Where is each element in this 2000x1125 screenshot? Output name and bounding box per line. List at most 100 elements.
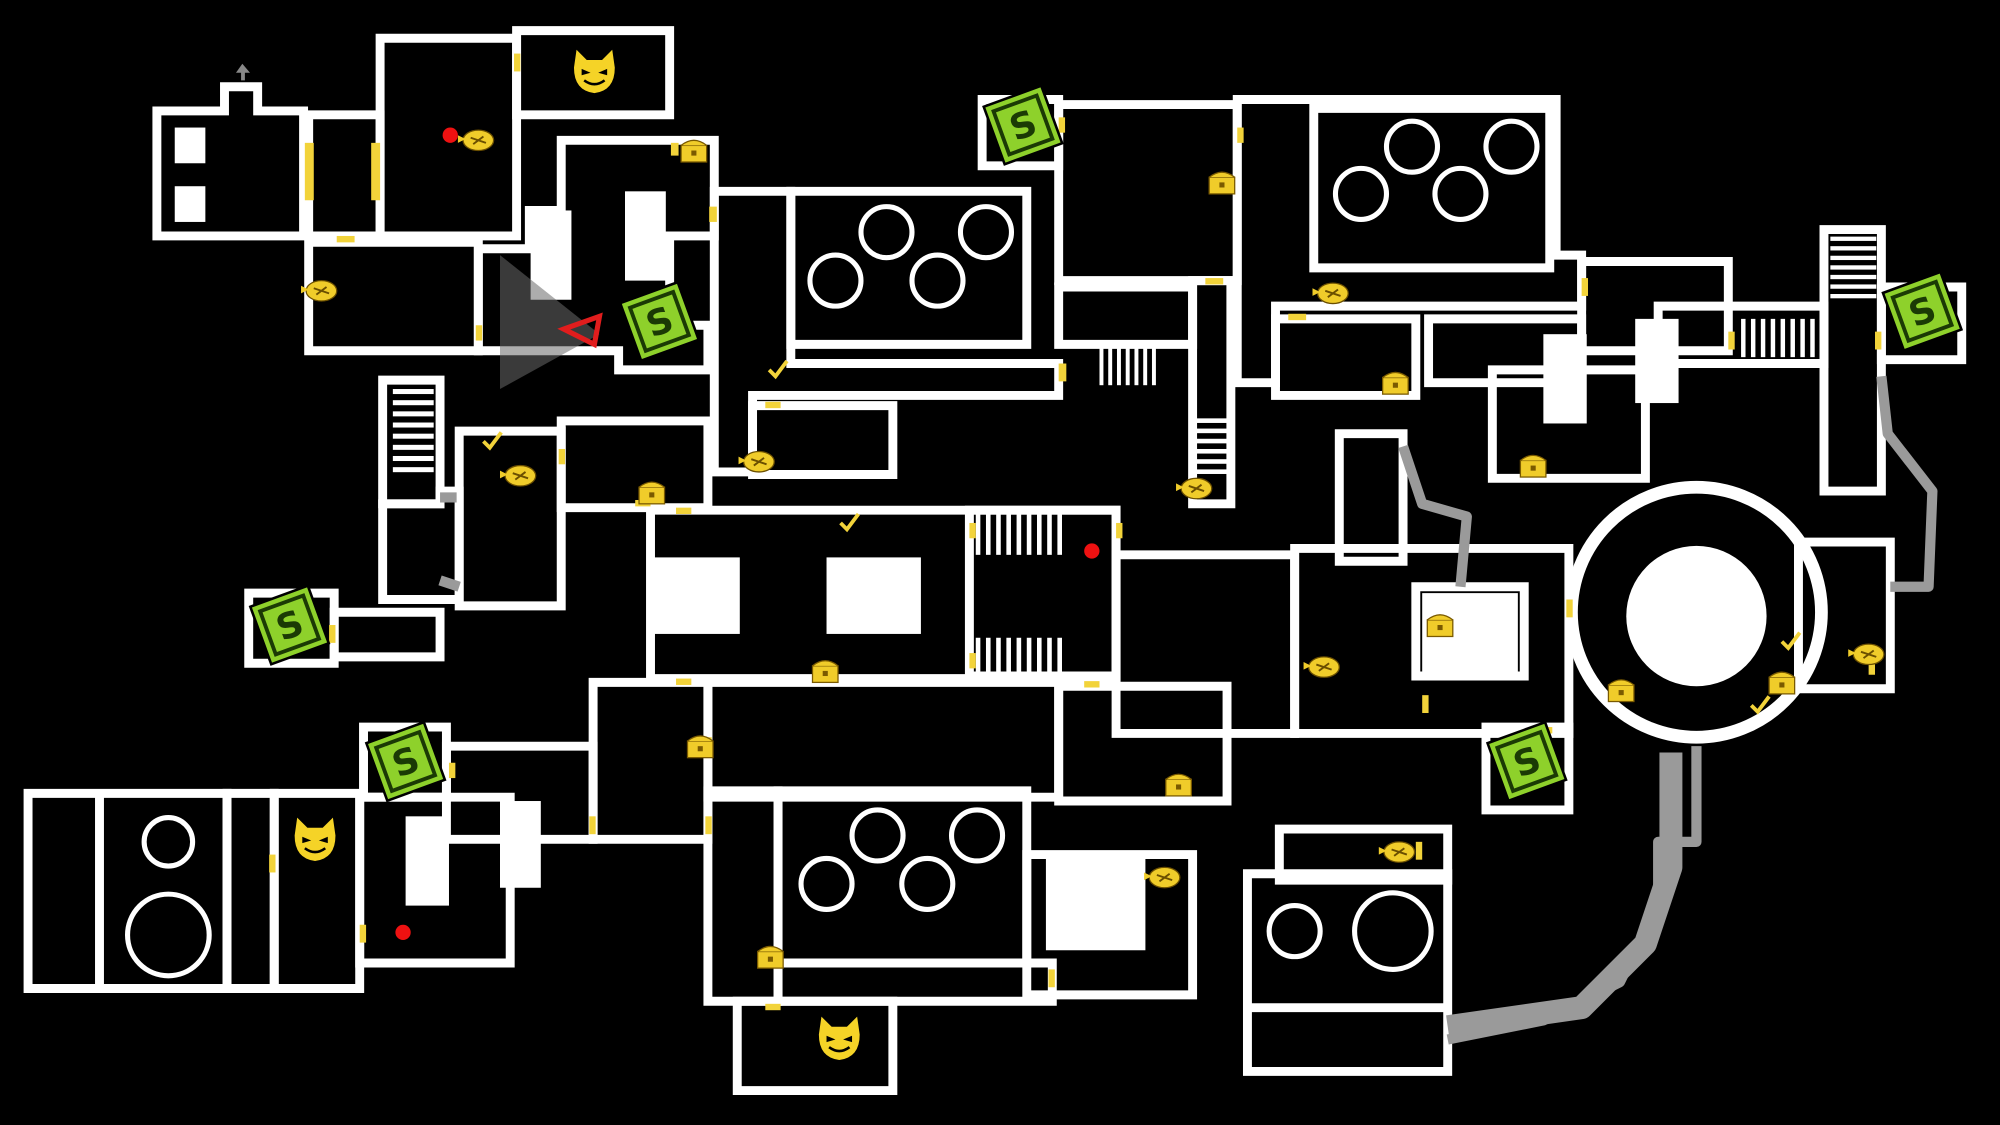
chest-lock	[1618, 690, 1624, 696]
enemy-marker-icon	[442, 127, 458, 143]
item-detail	[1391, 847, 1408, 857]
demon-eyes	[826, 1035, 853, 1043]
stairs-center-north-step	[1151, 346, 1156, 386]
door-19	[1116, 522, 1123, 539]
demon-face	[573, 49, 615, 94]
stairs-west-step	[392, 433, 434, 439]
stairs-east-step	[1770, 318, 1776, 358]
stairs-hall-bottom-step	[996, 637, 1001, 677]
save-point-frame	[618, 280, 701, 363]
stairs-west	[392, 389, 434, 473]
stairs-far-east-step	[1830, 294, 1877, 299]
stairs-west-step	[392, 400, 434, 406]
stairs-center-east-step	[1192, 428, 1234, 434]
pillar-circle-4	[1383, 118, 1441, 175]
enemy-marker-icon	[1084, 543, 1100, 559]
treasure-chest-icon	[811, 660, 839, 684]
pillar-circle-15	[1352, 890, 1434, 972]
room-wall-38	[1054, 681, 1232, 806]
stairs-west-step	[392, 467, 434, 473]
stairs-hall-bottom-step	[1016, 637, 1022, 677]
pillar-circle-0	[858, 204, 915, 261]
door-23	[765, 401, 781, 409]
up-arrow-icon	[235, 63, 250, 81]
stairs-west-step	[392, 455, 434, 462]
save-point-icon: S	[248, 584, 331, 666]
demon-face-icon	[573, 49, 615, 94]
stairs-hall-top-step	[1006, 514, 1011, 555]
stairs-hall-bottom-step	[1026, 637, 1032, 677]
solid-block-9	[500, 801, 541, 888]
demon-mouth	[304, 847, 327, 854]
save-point-inner	[1494, 729, 1559, 794]
treasure-chest-icon	[686, 735, 714, 759]
stairs-hall-top-step	[996, 514, 1001, 555]
room-wall-14	[1309, 103, 1555, 273]
demon-eyes	[302, 836, 328, 844]
chest-lid	[1426, 614, 1454, 621]
item-pickup-icon	[738, 450, 775, 473]
treasure-chest-icon	[1519, 454, 1547, 478]
stairs-hall-bottom-step	[975, 637, 981, 677]
door-32	[269, 854, 276, 873]
chest-lid	[1608, 679, 1635, 686]
save-point-icon: S	[982, 84, 1064, 166]
room-wall-3	[512, 26, 675, 120]
chest-lock	[1392, 382, 1398, 388]
demon-face	[818, 1016, 860, 1060]
item-pickup-icon	[1144, 866, 1181, 889]
stairs-center-north-step	[1099, 346, 1104, 386]
explored-check-icon	[1749, 695, 1771, 715]
stairs-east-step	[1741, 318, 1746, 358]
stairs-hall-top-step	[985, 514, 991, 555]
item-detail	[1860, 649, 1877, 659]
door-34	[765, 1003, 781, 1011]
door-22	[1084, 681, 1100, 688]
door-3	[336, 235, 355, 243]
room-wall-51	[1794, 537, 1895, 694]
room-wall-33	[1411, 582, 1529, 681]
door-1	[371, 142, 381, 201]
door-24	[1566, 599, 1573, 618]
room-wall-42	[355, 792, 515, 968]
demon-face-icon	[294, 817, 336, 861]
chest-lid	[1382, 371, 1409, 379]
save-point-inner	[257, 593, 322, 657]
chest-lid	[1520, 454, 1547, 461]
door-9	[1205, 278, 1224, 285]
door-28	[448, 762, 456, 779]
central-pillar	[1626, 545, 1767, 687]
item-pickup-icon	[301, 279, 338, 302]
demon-eyes	[581, 68, 608, 76]
stairs-hall-bottom-step	[1047, 637, 1052, 677]
save-point-frame	[364, 720, 447, 803]
door-0	[304, 142, 314, 201]
demon-mouth	[583, 79, 606, 86]
stairs-center-east-step	[1192, 469, 1234, 474]
room-wall-31	[1334, 429, 1408, 566]
door-12	[1288, 313, 1307, 321]
door-29	[589, 816, 596, 835]
stairs-center-east-step	[1192, 438, 1234, 444]
item-sparkle	[301, 285, 309, 294]
stairs-far-east-step	[1830, 246, 1877, 251]
door-13	[1728, 331, 1735, 350]
chest-lid	[687, 735, 714, 742]
room-wall-18	[1487, 365, 1650, 483]
stairs-east-step	[1790, 318, 1795, 358]
item-detail	[750, 457, 767, 467]
door-35	[1048, 969, 1055, 988]
stairs-center-north-step	[1134, 346, 1139, 386]
player-position	[235, 63, 603, 390]
item-sparkle	[1378, 846, 1387, 855]
solid-block-7	[1635, 318, 1679, 404]
stairs-west-step	[392, 422, 434, 428]
room-wall-0	[152, 82, 309, 241]
item-detail	[1156, 872, 1173, 883]
item-pickup-icon	[1378, 841, 1416, 863]
doors	[269, 53, 1882, 1011]
stairs-center-north-step	[1108, 346, 1113, 386]
treasure-chest-icon	[1208, 171, 1236, 195]
treasure-chest-icon	[638, 481, 666, 505]
